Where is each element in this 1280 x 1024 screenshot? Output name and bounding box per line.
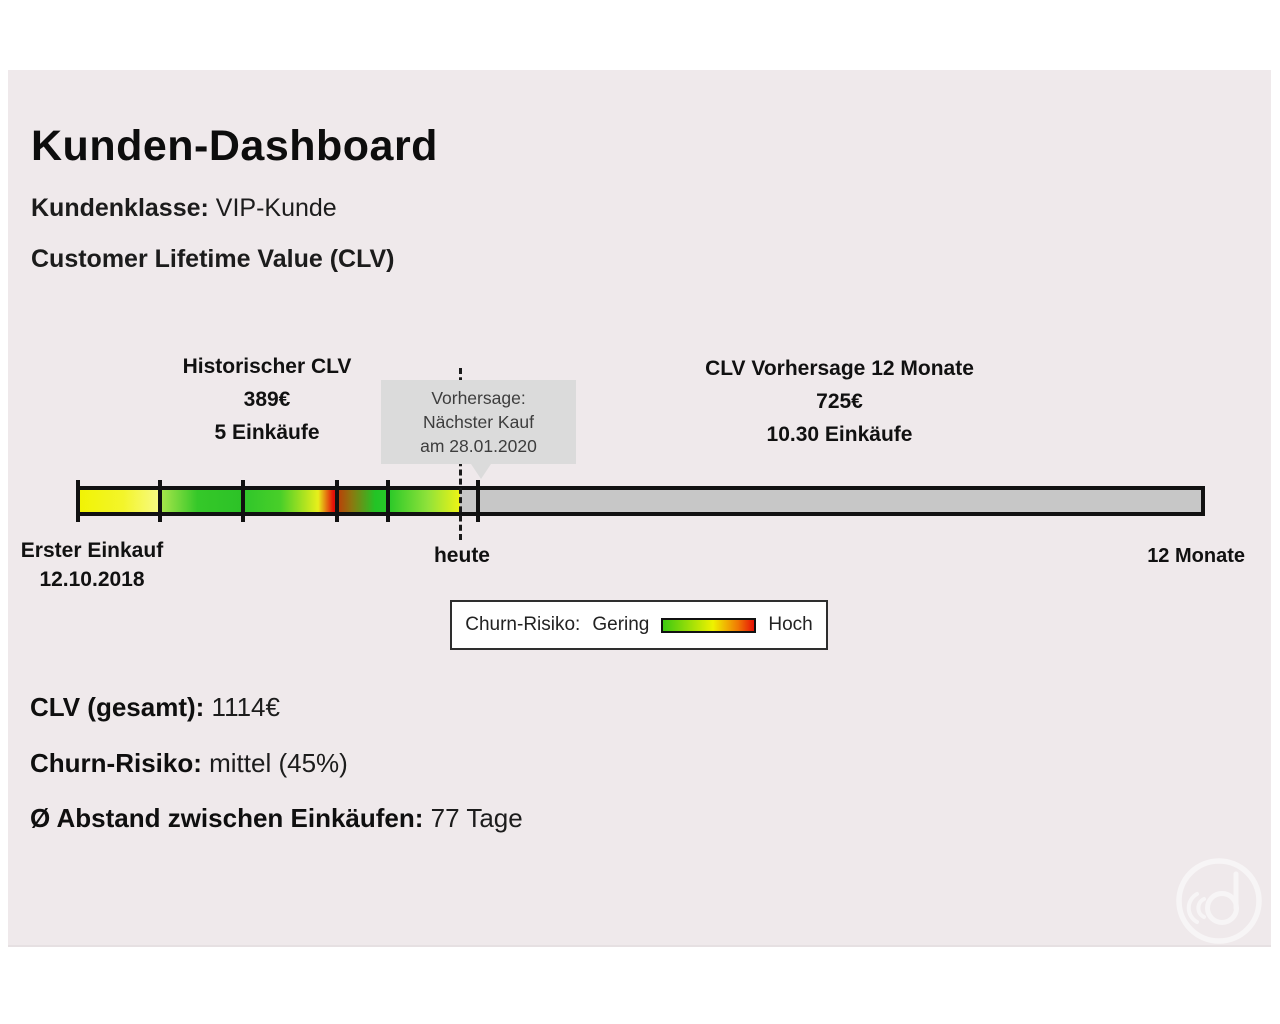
forecast-clv-title: CLV Vorhersage 12 Monate: [705, 357, 974, 380]
page-title: Kunden-Dashboard: [31, 122, 438, 170]
timeline-segment-1: [78, 490, 160, 512]
timeline-segment-5: [388, 490, 460, 512]
tick-purchase-5: [386, 480, 390, 522]
legend-high-label: Hoch: [768, 614, 813, 635]
first-purchase-label: Erster Einkauf: [20, 539, 164, 562]
clv-timeline-bar: [78, 486, 1205, 516]
forecast-clv-value: 725€: [816, 390, 863, 413]
customer-class-label: Kundenklasse:: [31, 194, 209, 222]
historical-clv-value: 389€: [243, 388, 291, 411]
stat-churn-risk-value: mittel (45%): [201, 748, 348, 778]
customer-class-line: Kundenklasse: VIP-Kunde: [31, 194, 337, 223]
axis-end-label: 12 Monate: [1147, 545, 1245, 567]
churn-risk-legend: Churn-Risiko: Gering Hoch: [450, 600, 828, 650]
stat-clv-total-value: 1114€: [204, 692, 280, 722]
forecast-clv-annotation: CLV Vorhersage 12 Monate 725€ 10.30 Eink…: [662, 352, 1017, 451]
next-purchase-tooltip: Vorhersage: Nächster Kauf am 28.01.2020: [381, 380, 576, 479]
stat-purchase-gap-label: Ø Abstand zwischen Einkäufen:: [30, 803, 424, 833]
brand-watermark-logo: [1176, 858, 1262, 944]
stat-purchase-gap-value: 77 Tage: [423, 803, 523, 833]
historical-clv-annotation: Historischer CLV 389€ 5 Einkäufe: [142, 350, 392, 449]
timeline-segment-4: [337, 490, 388, 512]
stat-purchase-gap: Ø Abstand zwischen Einkäufen: 77 Tage: [30, 803, 523, 834]
stat-clv-total: CLV (gesamt): 1114€: [30, 692, 280, 723]
legend-low-label: Gering: [592, 614, 650, 635]
churn-risk-gradient-bar: [661, 617, 757, 633]
tick-predicted-purchase: [476, 480, 480, 522]
timeline-forecast-segment: [460, 490, 1201, 512]
stat-churn-risk-label: Churn-Risiko:: [30, 748, 202, 778]
legend-label: Churn-Risiko:: [465, 614, 581, 635]
tooltip-tail-pointer: [471, 464, 491, 479]
historical-clv-purchases: 5 Einkäufe: [214, 421, 320, 444]
timeline-segment-3: [243, 490, 337, 512]
timeline-segment-2: [160, 490, 243, 512]
axis-today-label: heute: [433, 544, 490, 567]
first-purchase-date: 12.10.2018: [39, 568, 145, 591]
tooltip-line-1: Vorhersage:: [431, 388, 526, 408]
tick-purchase-4: [335, 480, 339, 522]
customer-class-value: VIP-Kunde: [208, 194, 337, 222]
forecast-clv-purchases: 10.30 Einkäufe: [766, 423, 913, 446]
clv-section-heading: Customer Lifetime Value (CLV): [31, 245, 395, 273]
tooltip-line-2: Nächster Kauf: [423, 412, 534, 432]
historical-clv-title: Historischer CLV: [182, 355, 352, 378]
stat-clv-total-label: CLV (gesamt):: [30, 692, 205, 722]
tick-purchase-3: [241, 480, 245, 522]
axis-start-label: Erster Einkauf 12.10.2018: [2, 536, 182, 594]
tick-purchase-2: [158, 480, 162, 522]
stat-churn-risk: Churn-Risiko: mittel (45%): [30, 748, 348, 779]
tick-first-purchase: [76, 480, 80, 522]
tooltip-line-3: am 28.01.2020: [420, 436, 537, 456]
